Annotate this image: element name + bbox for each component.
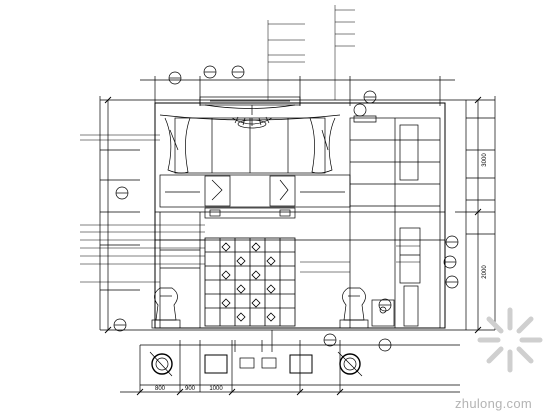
section-bubbles <box>113 65 459 352</box>
right-urn <box>339 287 369 329</box>
left-wall-panels <box>159 212 201 328</box>
callout-leaders-right <box>300 245 420 273</box>
dimension-frame <box>99 76 496 331</box>
central-door-grid <box>204 237 296 327</box>
watermark-logo-icon <box>477 307 543 373</box>
wall-outline <box>154 102 446 329</box>
left-urn <box>151 287 181 329</box>
upper-cabinet <box>159 174 351 219</box>
dim-bottom-1: 800 <box>155 386 166 392</box>
dim-bottom-2: 900 <box>185 386 196 392</box>
right-shelving <box>349 103 441 329</box>
watermark-text: zhulong.com <box>455 396 533 411</box>
ceiling-cornice <box>199 96 301 109</box>
right-small-cabinet <box>371 285 419 327</box>
dimension-ticks <box>104 96 482 396</box>
dim-bottom-3: 1000 <box>209 386 223 392</box>
window-curtains <box>159 114 341 174</box>
dim-right-lower: 2000 <box>482 265 488 279</box>
callout-leaders-top <box>267 5 355 100</box>
plan-section-strip <box>120 330 460 393</box>
dim-right-upper: 3000 <box>482 153 488 167</box>
callout-leaders-left <box>80 134 205 283</box>
